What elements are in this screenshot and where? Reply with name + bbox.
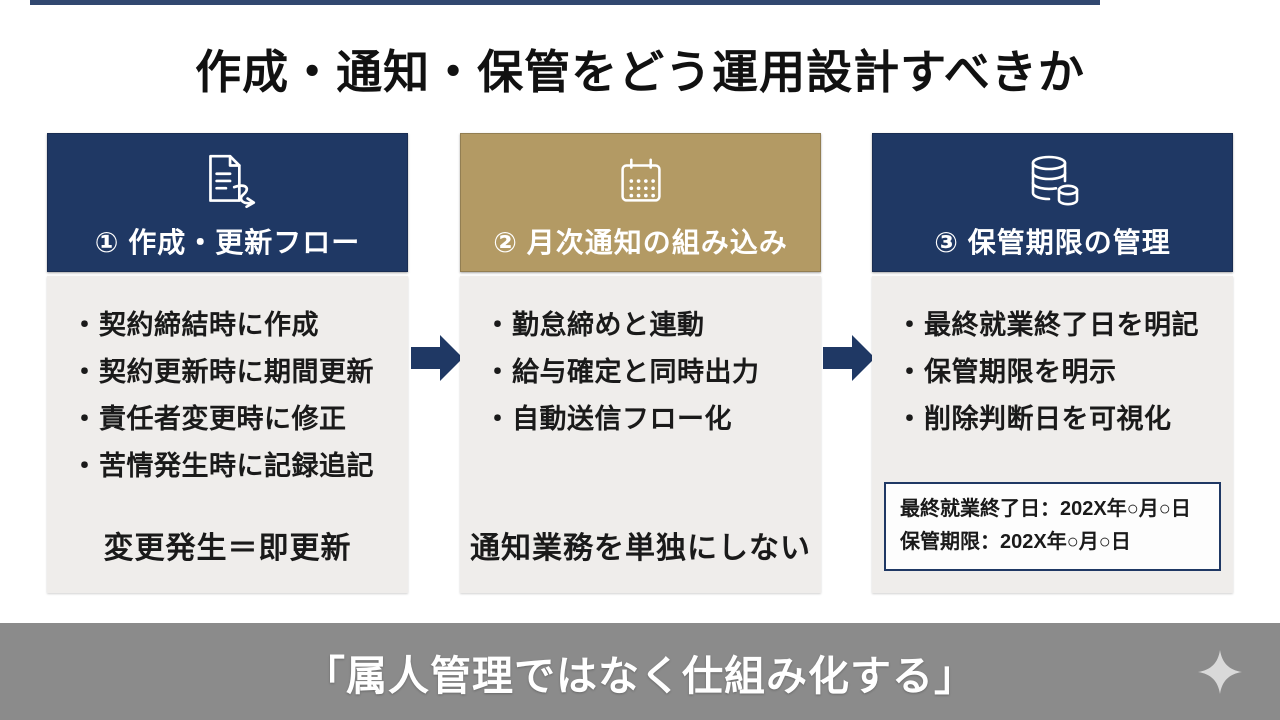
list-item: ・契約締結時に作成 [71,302,398,349]
column-2-bullet-list: ・勤怠締めと連動 ・給与確定と同時出力 ・自動送信フロー化 [460,276,821,443]
column-2-header-label: ② 月次通知の組み込み [493,226,788,258]
bullet-marker: ・ [484,357,512,387]
retention-deadline: 保管期限：202X年○月○日 [900,531,1131,553]
bottom-banner: 「属人管理ではなく仕組み化する」 [0,623,1280,720]
page-title: 作成・通知・保管をどう運用設計すべきか [195,46,1085,98]
bullet-marker: ・ [71,451,99,481]
column-1-header: ① 作成・更新フロー [47,133,408,272]
bullet-text: 給与確定と同時出力 [512,357,760,387]
column-3-header: ③ 保管期限の管理 [872,133,1233,272]
column-3-header-label: ③ 保管期限の管理 [934,226,1171,258]
column-3-bullet-list: ・最終就業終了日を明記 ・保管期限を明示 ・削除判断日を可視化 [872,276,1233,443]
bullet-text: 責任者変更時に修正 [99,404,347,434]
list-item: ・最終就業終了日を明記 [896,302,1223,349]
bullet-text: 削除判断日を可視化 [924,404,1172,434]
bullet-marker: ・ [484,310,512,340]
column-2-body: ・勤怠締めと連動 ・給与確定と同時出力 ・自動送信フロー化 通知業務を単独にしな… [460,276,821,593]
banner-message: 「属人管理ではなく仕組み化する」 [304,652,976,699]
list-item: ・苦情発生時に記録追記 [71,443,398,490]
bullet-marker: ・ [484,404,512,434]
column-3-body: ・最終就業終了日を明記 ・保管期限を明示 ・削除判断日を可視化 最終就業終了日：… [872,276,1233,593]
list-item: ・勤怠締めと連動 [484,302,811,349]
column-1-body: ・契約締結時に作成 ・契約更新時に期間更新 ・責任者変更時に修正 ・苦情発生時に… [47,276,408,593]
bullet-marker: ・ [896,310,924,340]
column-1-header-label: ① 作成・更新フロー [94,226,361,258]
bullet-text: 保管期限を明示 [924,357,1117,387]
bullet-marker: ・ [896,404,924,434]
bullet-marker: ・ [896,357,924,387]
column-1-key-message: 変更発生＝即更新 [103,532,352,565]
list-item: ・責任者変更時に修正 [71,396,398,443]
bullet-text: 自動送信フロー化 [512,404,732,434]
list-item: ・保管期限を明示 [896,349,1223,396]
bullet-text: 苦情発生時に記録追記 [99,451,374,481]
bullet-text: 契約更新時に期間更新 [99,357,374,387]
bullet-marker: ・ [71,357,99,387]
document-flow-icon [195,149,261,215]
sparkle-icon [1196,648,1244,696]
database-icon [1020,149,1086,215]
list-item: ・給与確定と同時出力 [484,349,811,396]
right-arrow-icon [823,334,875,382]
slide-top-edge-bar [30,0,1100,5]
bullet-text: 契約締結時に作成 [99,310,319,340]
column-2-key-message: 通知業務を単独にしない [470,532,811,565]
column-2-header: ② 月次通知の組み込み [460,133,821,272]
calendar-icon [608,149,674,215]
retention-dates-box: 最終就業終了日：202X年○月○日 保管期限：202X年○月○日 [884,482,1221,571]
bullet-marker: ・ [71,404,99,434]
bullet-text: 最終就業終了日を明記 [924,310,1199,340]
bullet-text: 勤怠締めと連動 [512,310,705,340]
list-item: ・削除判断日を可視化 [896,396,1223,443]
right-arrow-icon [411,334,463,382]
final-work-end-date: 最終就業終了日：202X年○月○日 [900,498,1191,520]
list-item: ・契約更新時に期間更新 [71,349,398,396]
bullet-marker: ・ [71,310,99,340]
column-1-bullet-list: ・契約締結時に作成 ・契約更新時に期間更新 ・責任者変更時に修正 ・苦情発生時に… [47,276,408,490]
list-item: ・自動送信フロー化 [484,396,811,443]
